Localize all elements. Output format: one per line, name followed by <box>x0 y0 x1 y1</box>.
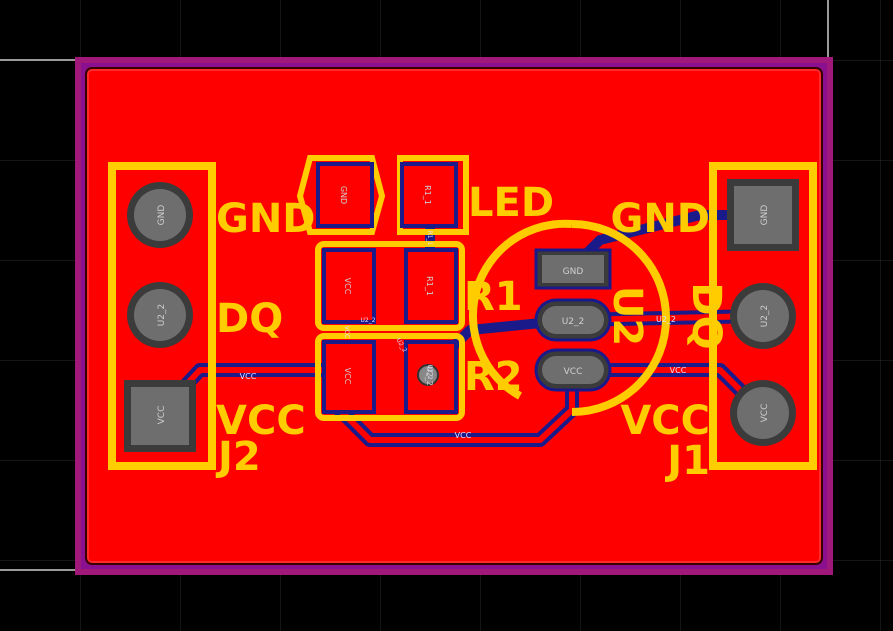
j1-pin-1[interactable]: GND <box>727 179 799 251</box>
j2-silk-outline <box>108 162 216 470</box>
j1-silk-gnd: GND <box>610 196 710 242</box>
u2-silk-left <box>469 219 573 400</box>
connector-j1[interactable]: GND U2_2 VCC GND DQ VCC J1 <box>610 162 817 484</box>
r1-pad-2[interactable] <box>404 248 458 324</box>
pad-label: GND <box>760 205 770 226</box>
j2-pin-1[interactable]: GND <box>127 182 193 248</box>
j1-silk-vcc: VCC <box>620 398 710 444</box>
net-label-small: R1_1 <box>426 231 433 246</box>
j2-silk-vcc: VCC <box>216 398 306 444</box>
j2-pin-3[interactable]: VCC <box>124 380 196 452</box>
led-designator: LED <box>468 180 554 226</box>
pad-label: VCC <box>343 368 352 385</box>
component-r2[interactable]: VCC U2_2 R2 <box>315 333 523 421</box>
pad-label: R1_1 <box>425 276 434 296</box>
component-led[interactable]: GND R1_1 LED <box>296 155 554 235</box>
pad-label: VCC <box>760 404 770 423</box>
pad-label: U2_2 <box>425 366 434 386</box>
j2-silk-gnd: GND <box>216 196 316 242</box>
pad-label: GND <box>339 186 348 204</box>
r2-silk <box>315 333 465 421</box>
r1-pad-1[interactable] <box>322 248 376 324</box>
j1-designator: J1 <box>664 438 710 484</box>
net-label-vcc-left: VCC <box>240 372 257 381</box>
u2-silk-outline <box>571 220 670 416</box>
j2-designator: J2 <box>215 434 261 480</box>
connector-j2[interactable]: GND U2_2 VCC GND DQ VCC J2 <box>108 162 316 480</box>
net-label-small: U2_2 <box>360 317 375 324</box>
component-u2[interactable]: GND U2_2 VCC U2 <box>469 219 670 416</box>
led-pad-1[interactable] <box>316 162 374 228</box>
r1-silk <box>315 241 465 331</box>
u2-designator: U2 <box>604 286 650 346</box>
pad-label: GND <box>157 205 167 226</box>
u2-pin-2[interactable]: U2_2 <box>534 298 612 342</box>
pad-label: GND <box>563 267 584 277</box>
j1-silk-dq: DQ <box>683 282 729 349</box>
net-label-u2-2-right: U2_2 <box>656 315 676 324</box>
j2-silk-dq: DQ <box>216 296 283 342</box>
pad-label: VCC <box>157 406 167 425</box>
net-labels: VCC VCC VCC U2_2 U2_2 VCC R1_1 U2_2 U2_2 <box>240 231 687 440</box>
r2-pad-1[interactable] <box>322 340 376 414</box>
net-label-small: U2_2 <box>426 364 433 379</box>
j1-pin-3[interactable]: VCC <box>730 380 796 446</box>
j1-silk-outline <box>709 162 817 470</box>
copper-pour-edge <box>85 67 823 565</box>
pad-label: VCC <box>343 278 352 295</box>
led-silk-outline <box>296 155 386 235</box>
u2-pin-3[interactable]: VCC <box>534 348 612 392</box>
pad-label: U2_2 <box>760 305 770 328</box>
u2-pin-1[interactable]: GND <box>534 248 612 290</box>
j2-pin-2[interactable]: U2_2 <box>127 282 193 348</box>
pad-label: VCC <box>564 367 583 377</box>
net-label-vcc-bottom: VCC <box>455 431 472 440</box>
led-pad-2[interactable] <box>400 162 458 228</box>
pad-label: U2_2 <box>562 317 585 327</box>
net-label-small: VCC <box>343 326 350 338</box>
pad-label: U2_2 <box>157 304 167 327</box>
j1-pin-2[interactable]: U2_2 <box>730 283 796 349</box>
pad-label: R1_1 <box>423 185 432 205</box>
net-label-vcc-right: VCC <box>670 366 687 375</box>
via[interactable] <box>417 364 439 386</box>
